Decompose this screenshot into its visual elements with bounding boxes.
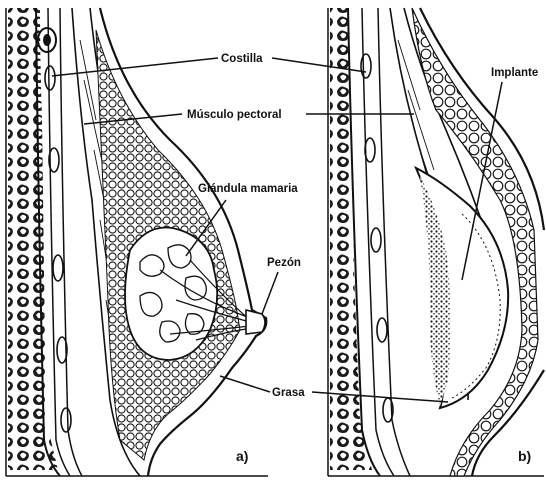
label-musculo-pectoral: Músculo pectoral xyxy=(187,109,282,121)
label-pezon: Pezón xyxy=(267,257,301,269)
label-grasa: Grasa xyxy=(272,387,305,399)
label-costilla: Costilla xyxy=(221,53,263,65)
label-implante: Implante xyxy=(491,67,538,79)
chest-wall-tissue xyxy=(8,8,58,470)
panel-label-a: a) xyxy=(236,448,248,464)
panel-label-b: b) xyxy=(518,448,531,464)
label-glandula-mamaria: Glándula mamaria xyxy=(198,183,298,195)
panel-a xyxy=(6,8,268,476)
